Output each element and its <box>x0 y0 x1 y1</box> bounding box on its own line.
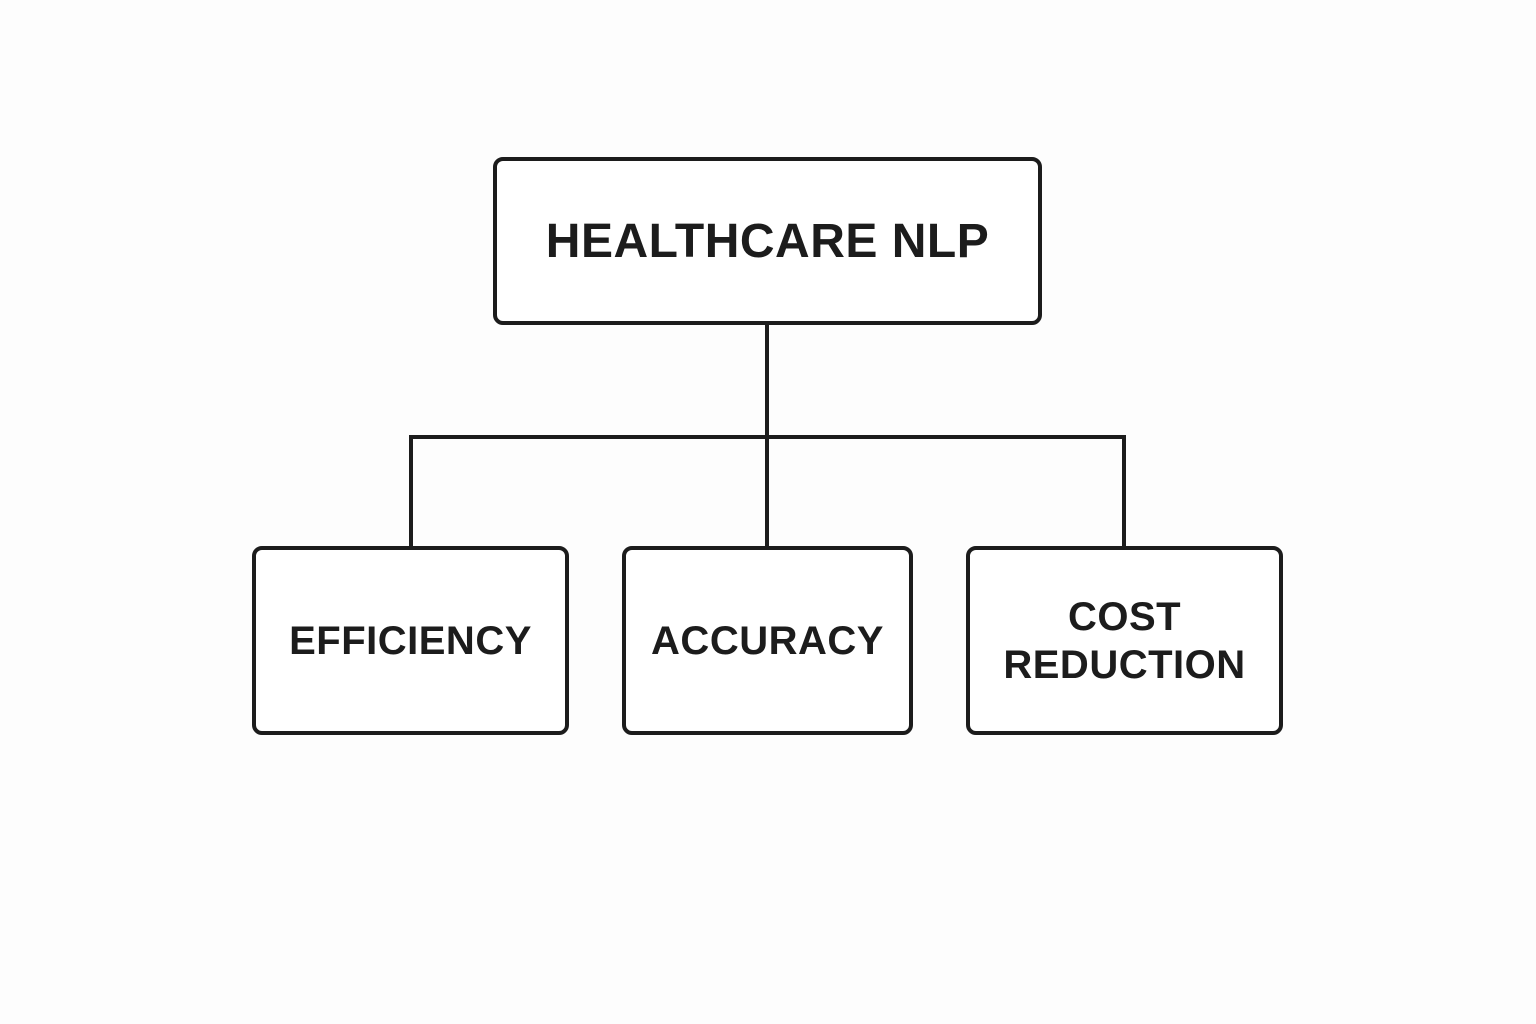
child-node-label-line-1: COST <box>1067 594 1182 639</box>
root-node-healthcare-nlp: HEALTHCARE NLP <box>493 157 1042 325</box>
root-node-label: HEALTHCARE NLP <box>545 214 990 268</box>
child-node-label-line-2: REDUCTION <box>1003 642 1246 687</box>
child-node-cost-reduction: COST REDUCTION <box>966 546 1283 735</box>
child-node-efficiency: EFFICIENCY <box>252 546 569 735</box>
child-node-label: EFFICIENCY <box>289 618 532 663</box>
child-node-label: ACCURACY <box>651 618 884 663</box>
child-node-accuracy: ACCURACY <box>622 546 913 735</box>
